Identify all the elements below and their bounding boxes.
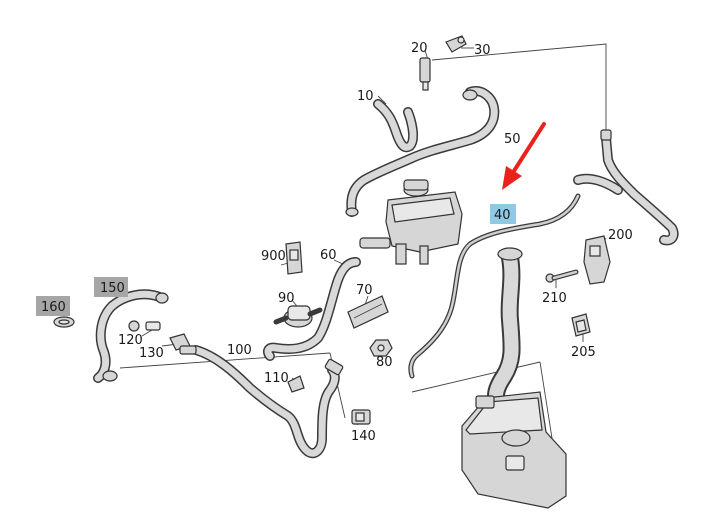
callout-205: 205 <box>571 345 596 360</box>
callout-900: 900 <box>261 249 286 264</box>
callout-130: 130 <box>139 346 164 361</box>
expansion-tank <box>359 179 463 265</box>
callout-40: 40 <box>494 208 511 223</box>
callout-70: 70 <box>356 283 373 298</box>
bracket-900 <box>285 241 303 275</box>
callout-30: 30 <box>474 43 491 58</box>
clamp-30 <box>445 35 467 53</box>
callout-20: 20 <box>411 41 428 56</box>
callout-200: 200 <box>608 228 633 243</box>
callout-highlight-160 <box>36 296 70 316</box>
pump-90 <box>273 305 323 328</box>
callout-90: 90 <box>278 291 295 306</box>
nut-80 <box>369 339 393 357</box>
callout-140: 140 <box>351 429 376 444</box>
hose-200 <box>573 129 679 246</box>
screw-210 <box>545 269 579 283</box>
hose-150 <box>93 289 169 383</box>
hose-100 <box>191 345 344 459</box>
callout-10: 10 <box>357 89 374 104</box>
hose-60 <box>263 257 361 361</box>
clip-205 <box>571 313 591 337</box>
clip-110 <box>287 375 305 393</box>
bracket-200 <box>583 235 611 285</box>
callout-highlight-150 <box>94 277 128 297</box>
callout-120: 120 <box>118 333 143 348</box>
callout-110: 110 <box>264 371 289 386</box>
bracket-70 <box>347 295 389 329</box>
red-arrow-shaft <box>510 122 546 176</box>
clip-140 <box>351 409 371 425</box>
callout-150: 150 <box>100 281 125 296</box>
callout-210: 210 <box>542 291 567 306</box>
hose-10 <box>373 99 419 153</box>
red-arrow-pointer <box>502 122 546 190</box>
callout-50: 50 <box>504 132 521 147</box>
callout-160: 160 <box>41 300 66 315</box>
callout-80: 80 <box>376 355 393 370</box>
red-arrow-head <box>502 166 522 190</box>
hose-50 <box>345 86 500 217</box>
screw-120 <box>128 320 161 332</box>
hose-40 <box>408 193 581 379</box>
callout-highlight-40 <box>490 204 516 224</box>
callout-60: 60 <box>320 248 337 263</box>
fitting-130 <box>169 333 197 355</box>
connector-20 <box>419 57 431 91</box>
callout-100: 100 <box>227 343 252 358</box>
clamp-160 <box>53 316 75 328</box>
washer-reservoir <box>461 247 567 509</box>
